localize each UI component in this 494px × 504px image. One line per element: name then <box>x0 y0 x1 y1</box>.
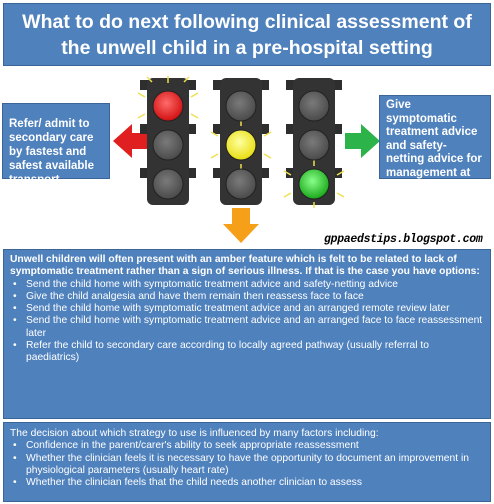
title-box: What to do next following clinical asses… <box>3 3 491 66</box>
traffic-light-green-icon <box>283 78 345 208</box>
list-item: Send the child home with symptomatic tre… <box>13 315 484 340</box>
arrow-left-red-icon <box>113 124 149 158</box>
arrow-down-amber-icon <box>223 208 259 243</box>
website-url: gppaedstips.blogspot.com <box>324 233 483 246</box>
traffic-light-amber-icon <box>210 78 272 205</box>
traffic-light-red-icon <box>137 76 199 205</box>
decision-factors-intro: The decision about which strategy to use… <box>10 428 379 439</box>
list-item: Refer the child to secondary care accord… <box>13 340 484 365</box>
refer-admit-box: Refer/ admit to secondary care by fastes… <box>2 103 110 186</box>
arrow-right-green-icon <box>345 124 380 158</box>
amber-options-intro: Unwell children will often present with … <box>10 254 480 278</box>
list-item: Whether the clinician feels that the chi… <box>13 477 484 490</box>
list-item: Give the child analgesia and have them r… <box>13 291 484 304</box>
page-title: What to do next following clinical asses… <box>22 10 472 59</box>
list-item: Send the child home with symptomatic tre… <box>13 279 484 292</box>
list-item: Send the child home with symptomatic tre… <box>13 303 484 316</box>
home-management-box: Give symptomatic treatment advice and sa… <box>379 95 491 192</box>
home-management-text: Give symptomatic treatment advice and sa… <box>386 99 482 192</box>
decision-factors-list: Confidence in the parent/carer's ability… <box>10 440 484 489</box>
amber-options-box: Unwell children will often present with … <box>3 249 491 419</box>
amber-options-list: Send the child home with symptomatic tre… <box>10 279 484 365</box>
refer-admit-text: Refer/ admit to secondary care by fastes… <box>9 118 95 186</box>
list-item: Whether the clinician feels it is necess… <box>13 453 484 478</box>
list-item: Confidence in the parent/carer's ability… <box>13 440 484 453</box>
decision-factors-box: The decision about which strategy to use… <box>3 422 491 502</box>
